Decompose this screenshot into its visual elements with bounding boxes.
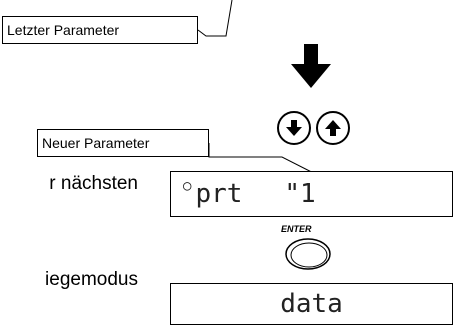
body-text-line-1: r nächsten (49, 173, 138, 194)
display-text-right: "1 (284, 179, 316, 209)
degree-mark: ○ (183, 178, 192, 194)
new-parameter-label: Neuer Parameter (42, 135, 150, 151)
big-down-arrow-icon (291, 44, 331, 88)
arrow-up-icon (325, 120, 341, 136)
enter-key-button[interactable]: ENTER (279, 222, 339, 274)
enter-key-label: ENTER (281, 224, 312, 234)
arrow-down-icon (286, 120, 302, 136)
display-text-left: prt (195, 179, 243, 209)
parameter-display: ○ prt "1 (170, 171, 453, 217)
last-parameter-callout: Letzter Parameter (2, 16, 198, 44)
data-display: data (170, 283, 453, 325)
down-key-button[interactable] (277, 111, 311, 145)
body-text-line-2: iegemodus (45, 269, 138, 290)
up-key-button[interactable] (316, 111, 350, 145)
data-display-text: data (280, 289, 343, 319)
enter-key-circle-icon (285, 238, 331, 270)
last-parameter-label: Letzter Parameter (7, 22, 120, 38)
